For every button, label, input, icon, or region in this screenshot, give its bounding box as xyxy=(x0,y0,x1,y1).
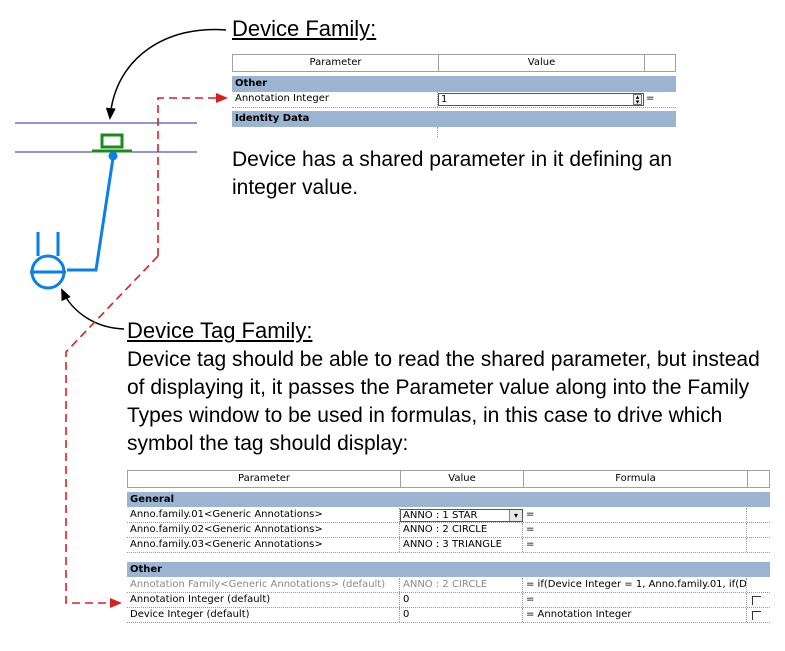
device-family-grid: Parameter Value Other Annotation Integer… xyxy=(232,54,676,138)
grid-header: Parameter Value Formula xyxy=(127,470,770,488)
device-family-heading: Device Family: xyxy=(232,16,377,41)
formula-cell[interactable]: = Annotation Integer xyxy=(523,608,747,622)
formula-cell[interactable]: = xyxy=(523,523,747,537)
grid-header: Parameter Value xyxy=(232,54,676,72)
param-cell: Anno.family.02<Generic Annotations> xyxy=(127,523,400,537)
formula-cell[interactable]: = xyxy=(523,508,747,522)
param-cell: Annotation Integer (default) xyxy=(127,593,400,607)
tag-family-arrow xyxy=(61,288,125,330)
group-general[interactable]: General xyxy=(127,492,770,507)
param-cell: Annotation Integer xyxy=(232,92,438,107)
value-select[interactable]: ANNO : 1 STAR ▾ xyxy=(400,509,523,522)
device-tag-family-description: Device tag should be able to read the sh… xyxy=(127,348,760,455)
value-text: 1 xyxy=(441,94,448,105)
reporting-checkbox[interactable] xyxy=(752,596,761,605)
table-row[interactable]: Device Integer (default) 0 = Annotation … xyxy=(127,608,770,623)
column-header-value[interactable]: Value xyxy=(401,471,524,487)
formula-cell[interactable]: = xyxy=(523,593,747,607)
dashed-arrow-tag xyxy=(65,255,159,608)
formula-cell[interactable]: = if(Device Integer = 1, Anno.family.01,… xyxy=(523,578,747,592)
table-row[interactable]: Anno.family.02<Generic Annotations> ANNO… xyxy=(127,523,770,538)
table-row[interactable]: Annotation Integer 1 ▴▾ = xyxy=(232,92,676,108)
empty-row xyxy=(232,127,676,137)
reporting-checkbox[interactable] xyxy=(752,611,761,620)
device-family-description: Device has a shared parameter in it defi… xyxy=(232,148,673,199)
column-header-parameter[interactable]: Parameter xyxy=(128,471,401,487)
group-other[interactable]: Other xyxy=(127,562,770,577)
spinner-icon[interactable]: ▴▾ xyxy=(633,94,642,106)
value-cell[interactable]: ANNO : 2 CIRCLE xyxy=(400,578,523,592)
value-cell[interactable]: 0 xyxy=(400,608,523,622)
table-row[interactable]: Anno.family.01<Generic Annotations> ANNO… xyxy=(127,508,770,523)
column-header-value[interactable]: Value xyxy=(439,55,645,71)
value-cell[interactable]: 0 xyxy=(400,593,523,607)
value-text: ANNO : 1 STAR xyxy=(403,510,478,521)
device-family-arrow xyxy=(105,28,227,120)
param-cell: Anno.family.01<Generic Annotations> xyxy=(127,508,400,522)
column-header-parameter[interactable]: Parameter xyxy=(233,55,439,71)
value-cell[interactable]: ANNO : 2 CIRCLE xyxy=(400,523,523,537)
table-row[interactable]: Annotation Integer (default) 0 = xyxy=(127,593,770,608)
value-cell[interactable]: ANNO : 3 TRIANGLE xyxy=(400,538,523,552)
device-symbol xyxy=(92,133,132,153)
empty-cell xyxy=(232,127,438,137)
param-cell: Annotation Family<Generic Annotations> (… xyxy=(127,578,400,592)
group-identity-data[interactable]: Identity Data xyxy=(232,111,676,127)
param-cell: Anno.family.03<Generic Annotations> xyxy=(127,538,400,552)
column-header-formula[interactable]: Formula xyxy=(524,471,748,487)
tag-symbol xyxy=(30,151,118,290)
value-input[interactable]: 1 ▴▾ xyxy=(438,93,644,106)
device-tag-family-grid: Parameter Value Formula General Anno.fam… xyxy=(127,470,770,630)
chevron-down-icon[interactable]: ▾ xyxy=(509,510,522,521)
dashed-arrow-device xyxy=(157,93,228,256)
table-row[interactable]: Anno.family.03<Generic Annotations> ANNO… xyxy=(127,538,770,553)
param-cell: Device Integer (default) xyxy=(127,608,400,622)
formula-cell[interactable]: = xyxy=(523,538,747,552)
group-other[interactable]: Other xyxy=(232,76,676,92)
formula-equals: = xyxy=(646,93,655,104)
table-row[interactable]: Annotation Family<Generic Annotations> (… xyxy=(127,578,770,593)
device-tag-family-heading: Device Tag Family: xyxy=(127,318,313,343)
